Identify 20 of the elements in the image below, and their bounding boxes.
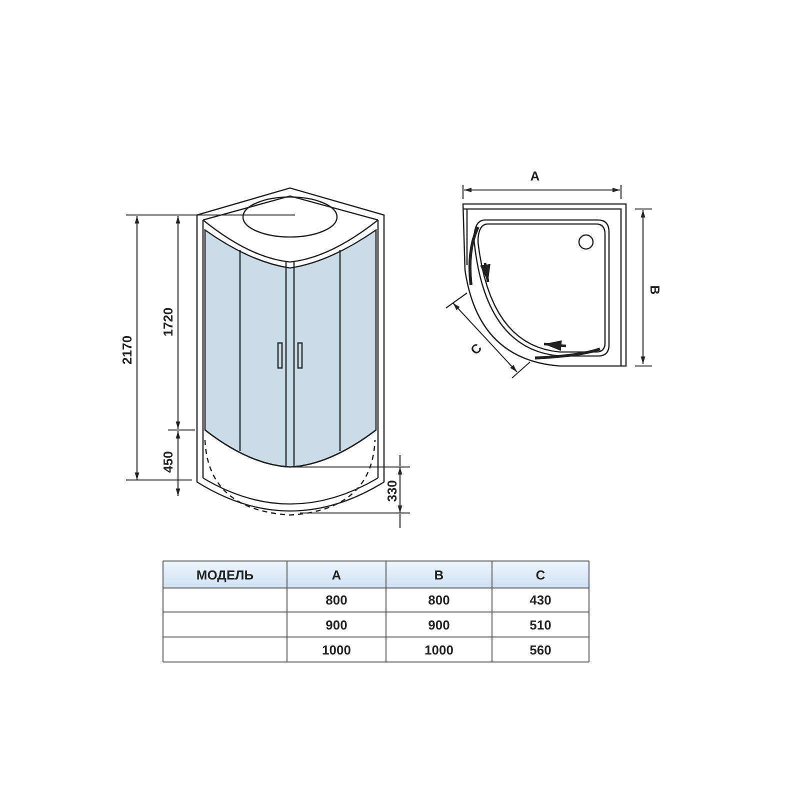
table-value: 800 <box>428 594 450 606</box>
dimension-label: 2170 <box>120 336 134 364</box>
dimension-label: 330 <box>386 480 398 502</box>
dimension-label: A <box>530 170 540 182</box>
dimension-label: C <box>468 341 484 357</box>
column-header: C <box>536 568 546 581</box>
dimension-label: 450 <box>162 451 174 473</box>
table-value: 800 <box>326 594 348 606</box>
table-value: 1000 <box>322 643 351 656</box>
table-value: 430 <box>530 594 552 606</box>
table-value: 1000 <box>424 643 454 656</box>
column-header: МОДЕЛЬ <box>196 568 254 581</box>
dimension-label: 1720 <box>162 308 174 336</box>
table-value: 510 <box>530 618 552 631</box>
dimension-label: B <box>648 285 662 295</box>
column-header: A <box>332 568 342 581</box>
table-value: 560 <box>530 643 552 656</box>
table-value: 900 <box>326 618 348 631</box>
table-value: 900 <box>428 618 450 631</box>
column-header: B <box>434 568 444 581</box>
